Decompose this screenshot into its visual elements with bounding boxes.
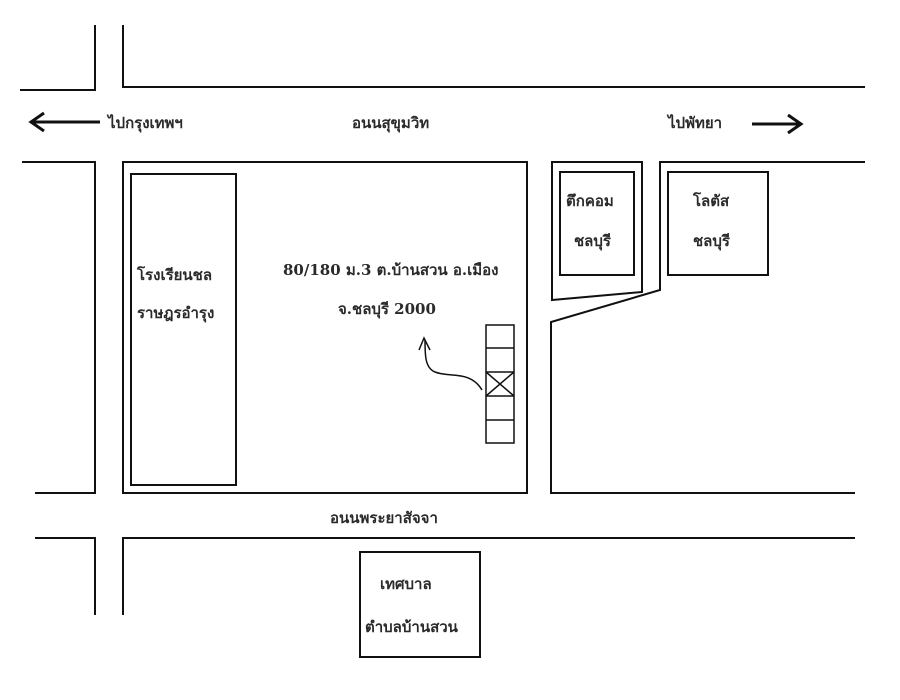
road-phraya-label: อนนพระยาสัจจา bbox=[330, 509, 438, 527]
pointer-arrow-icon bbox=[418, 336, 483, 391]
lotus-building bbox=[667, 171, 769, 276]
municipality-building bbox=[359, 551, 481, 658]
address-line-1: 80/180 ม.3 ต.บ้านสวน อ.เมือง bbox=[283, 261, 498, 279]
lotus-label-2: ชลบุรี bbox=[693, 232, 731, 251]
tukcom-label-2: ชลบุรี bbox=[574, 232, 612, 251]
arrow-left-icon bbox=[28, 111, 100, 133]
lotus-label-1: โลตัส bbox=[692, 191, 730, 210]
address-line-2: จ.ชลบุรี 2000 bbox=[338, 300, 436, 319]
target-house-row bbox=[485, 324, 515, 444]
tukcom-lot bbox=[551, 161, 643, 302]
main-block bbox=[122, 161, 528, 494]
municipality-label-2: ตำบลบ้านสวน bbox=[365, 618, 459, 636]
school-building bbox=[130, 173, 237, 486]
municipality-label-1: เทศบาล bbox=[380, 575, 432, 593]
direction-bangkok: ไปกรุงเทพฯ bbox=[106, 113, 183, 133]
tukcom-building bbox=[559, 171, 635, 276]
target-house-marker-icon bbox=[485, 371, 515, 397]
road-sukhumvit-label: อนนสุขุมวิท bbox=[352, 114, 429, 133]
arrow-right-icon bbox=[752, 113, 804, 135]
tukcom-label-1: ตึกคอม bbox=[566, 192, 614, 210]
school-label-2: ราษฎรอำรุง bbox=[137, 304, 214, 323]
school-label-1: โรงเรียนชล bbox=[136, 265, 212, 284]
direction-pattaya: ไปพัทยา bbox=[666, 113, 722, 132]
road-lines bbox=[20, 25, 865, 615]
